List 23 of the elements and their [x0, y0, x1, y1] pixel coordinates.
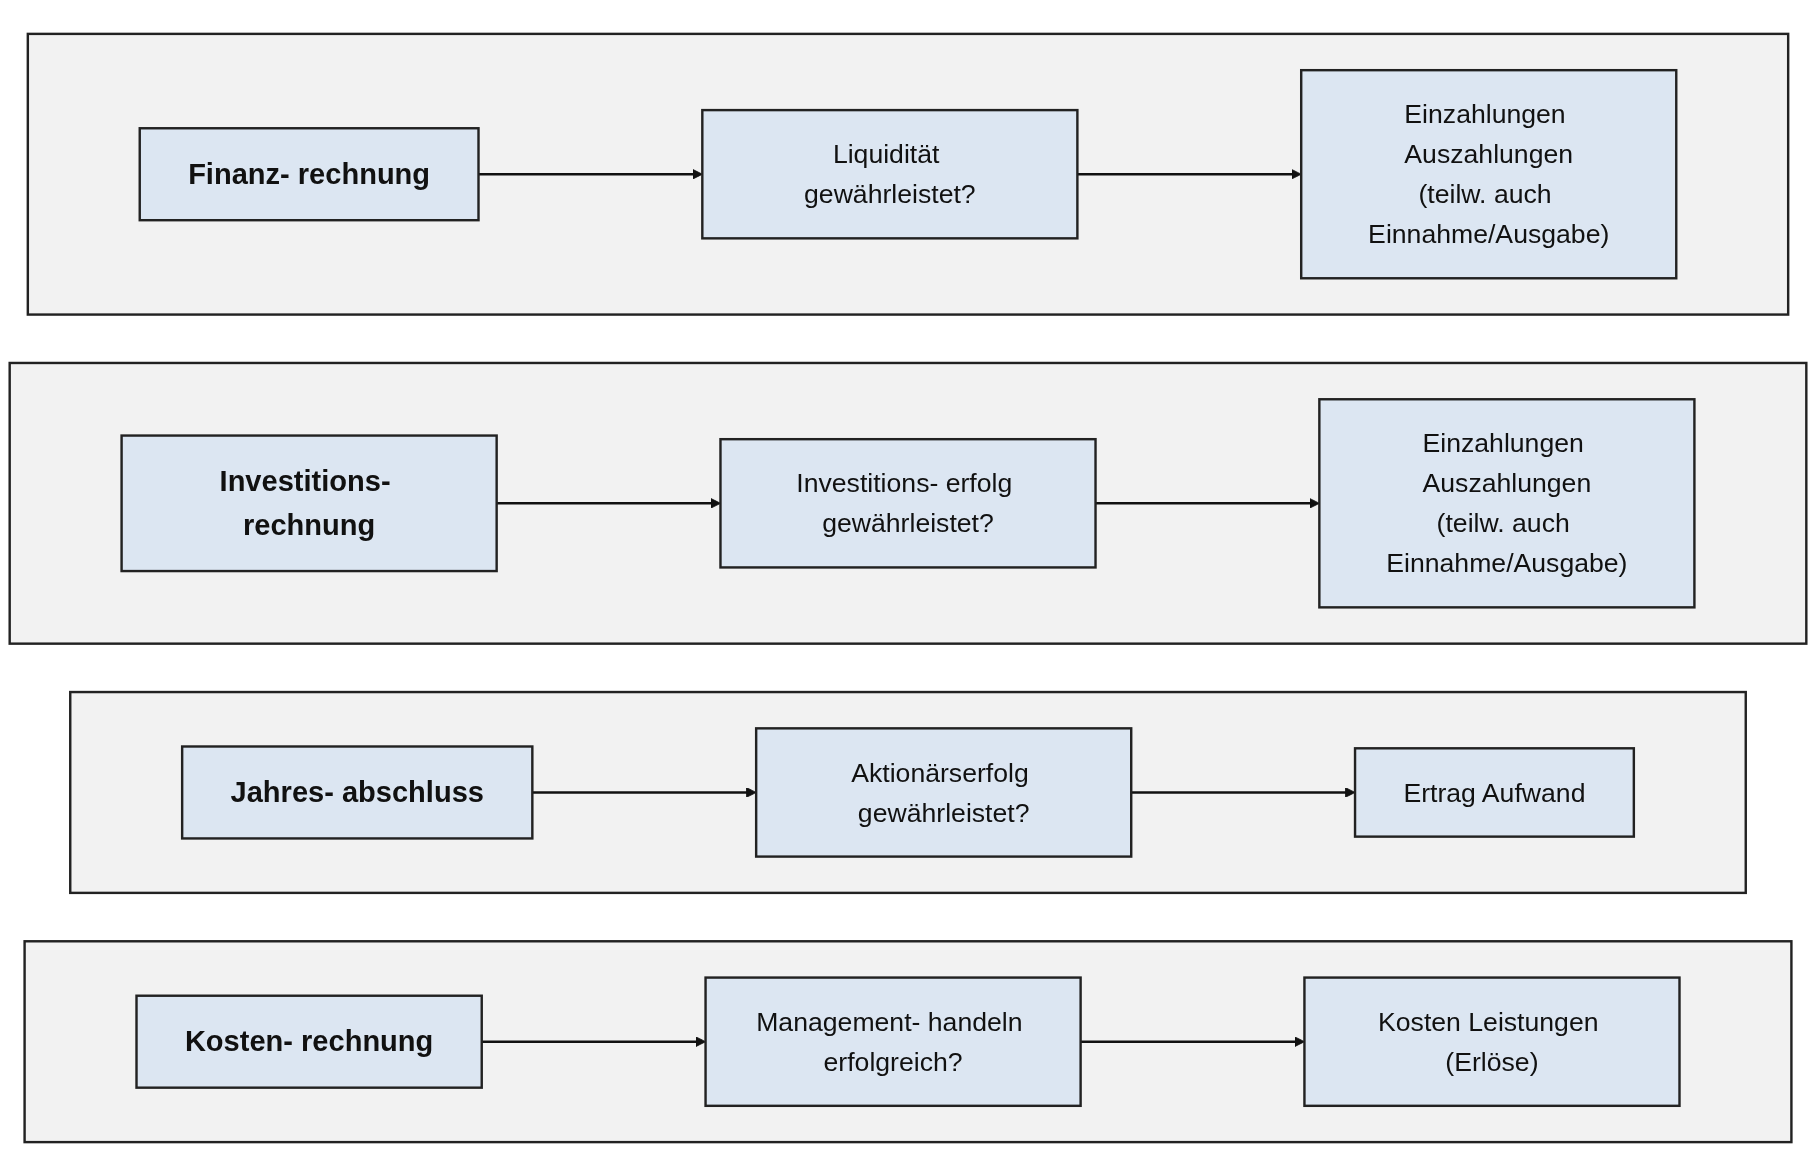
arrow: [1077, 168, 1302, 180]
node-box: Einzahlungen Auszahlungen (teilw. auch Einnahme/Ausgabe): [1318, 398, 1696, 609]
node-box: Kosten- rechnung: [135, 994, 483, 1089]
cluster: [8, 361, 1808, 645]
arrow: [532, 787, 757, 798]
node-box: Management- handeln erfolgreich?: [704, 976, 1082, 1108]
node-box: Kosten Leistungen (Erlöse): [1303, 976, 1681, 1108]
cluster: [69, 690, 1747, 895]
node-box: Einzahlungen Auszahlungen (teilw. auch Einnahme/Ausgabe): [1300, 68, 1678, 280]
arrow: [496, 498, 721, 509]
node-box: Aktionärserfolg gewährleistet?: [754, 727, 1133, 858]
node-box: Finanz- rechnung: [138, 127, 480, 222]
node-box: Investitions- erfolg gewährleistet?: [719, 438, 1097, 569]
node-box: Jahres- abschluss: [180, 745, 534, 840]
node-box: Investitions- rechnung: [120, 434, 498, 573]
arrow: [1131, 787, 1356, 798]
arrow: [1080, 1036, 1305, 1047]
node-box: Ertrag Aufwand: [1353, 747, 1636, 838]
node-box: Liquidität gewährleistet?: [701, 108, 1079, 240]
arrow: [478, 168, 703, 180]
cluster: [23, 940, 1793, 1144]
cluster: [26, 32, 1790, 316]
arrow: [1095, 498, 1320, 509]
